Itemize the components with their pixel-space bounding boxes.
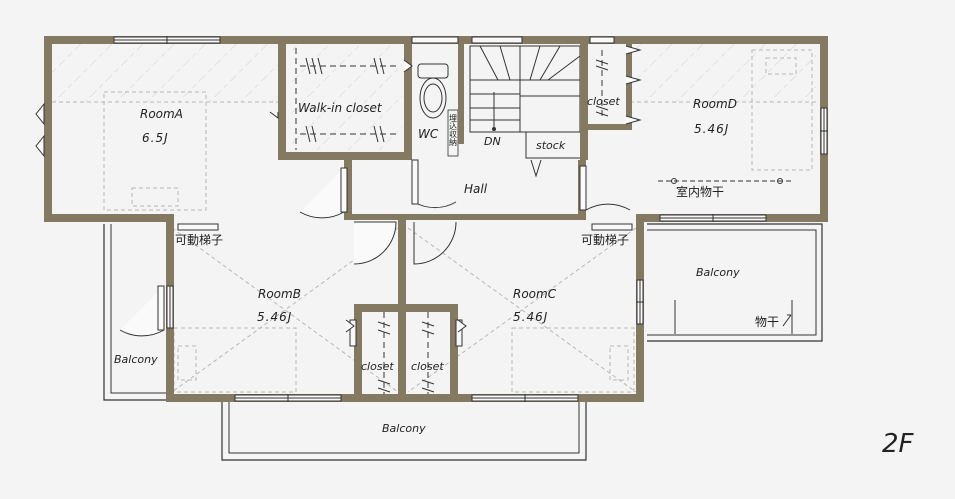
closet-rods — [295, 48, 609, 398]
balcony-bottom — [221, 402, 587, 461]
wc-storage-label: 埋込収納 — [449, 113, 458, 147]
room-b-name: RoomB — [258, 287, 301, 301]
outdoor-drying-label: 物干 — [755, 315, 779, 329]
stairs-down-label: DN — [484, 135, 501, 148]
balcony-bottom-label: Balcony — [382, 422, 426, 435]
stock-arrow-icon — [530, 159, 542, 178]
doors — [35, 45, 642, 337]
indoor-drying-label: 室内物干 — [676, 184, 724, 199]
floor-label: 2F — [882, 429, 915, 459]
closet-c-label: closet — [411, 360, 444, 373]
room-a-area: 6.5J — [142, 131, 169, 145]
room-d-area: 5.46J — [694, 122, 729, 136]
toilet-icon — [417, 63, 449, 119]
closet-hatch — [292, 46, 402, 150]
indoor-drying-line — [658, 178, 792, 184]
room-d-name: RoomD — [693, 97, 737, 111]
closet-b-label: closet — [361, 360, 394, 373]
walk-in-closet-label: Walk-in closet — [298, 101, 383, 115]
movable-ladder-left-label: 可動梯子 — [175, 233, 223, 247]
room-d-hatch — [630, 44, 816, 102]
balcony-right — [647, 223, 823, 342]
room-b-area: 5.46J — [257, 310, 292, 324]
stock-label: stock — [536, 139, 566, 152]
movable-ladder-right-label: 可動梯子 — [581, 233, 629, 247]
staircase — [469, 45, 581, 133]
windows — [113, 36, 828, 402]
hall-label: Hall — [464, 182, 488, 196]
balcony-left-label: Balcony — [114, 353, 158, 366]
room-a-hatch — [52, 44, 278, 102]
balcony-left — [103, 224, 166, 401]
wc-label: WC — [418, 127, 439, 141]
room-a-name: RoomA — [140, 107, 183, 121]
room-c-name: RoomC — [513, 287, 557, 301]
room-c-area: 5.46J — [513, 310, 548, 324]
stair-start-dot — [492, 127, 496, 131]
balcony-right-label: Balcony — [696, 266, 740, 279]
closet-d-label: closet — [587, 95, 620, 108]
